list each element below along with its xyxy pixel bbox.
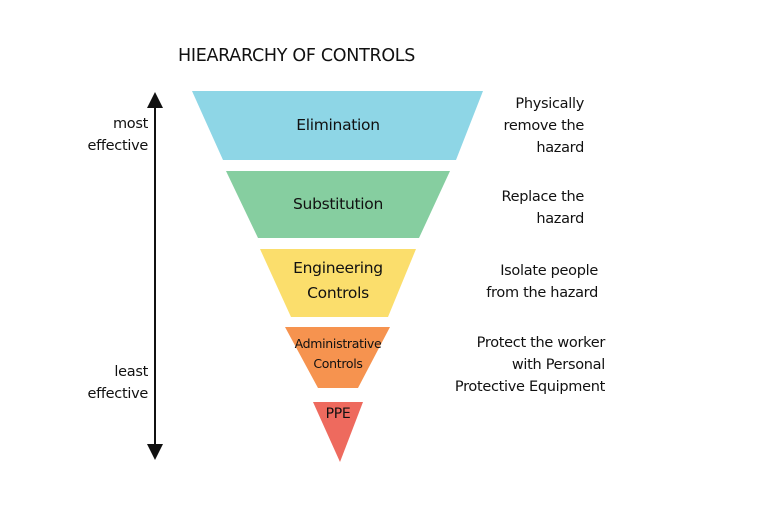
desc-line: Physically xyxy=(515,96,584,112)
desc-line: Replace the xyxy=(501,189,585,205)
desc-line: from the hazard xyxy=(486,285,598,301)
desc-line: hazard xyxy=(536,140,584,156)
desc-line: hazard xyxy=(536,211,584,227)
elimination-label: Elimination xyxy=(238,113,438,138)
label-line: Engineering xyxy=(293,259,383,277)
label-line: Elimination xyxy=(296,116,380,134)
elimination-description: Physically remove the hazard xyxy=(503,93,585,159)
label-line: least xyxy=(114,364,148,380)
label-line: most xyxy=(112,116,148,132)
administrative-controls-label: Administrative Controls xyxy=(278,334,398,374)
label-line: effective xyxy=(87,138,148,154)
label-line: PPE xyxy=(325,406,351,422)
label-line: effective xyxy=(87,386,148,402)
engineering-controls-band xyxy=(260,249,416,317)
administrative-controls-description: Protect the worker with Personal Protect… xyxy=(455,332,605,398)
ppe-band xyxy=(313,402,363,462)
desc-line: Protect the worker xyxy=(476,335,606,351)
engineering-controls-label: Engineering Controls xyxy=(238,256,438,306)
desc-line: Protective Equipment xyxy=(454,379,605,395)
desc-line: with Personal xyxy=(511,357,605,373)
desc-line: Isolate people xyxy=(500,263,598,279)
desc-line: remove the xyxy=(503,118,585,134)
least-effective-label: least effective xyxy=(87,361,148,405)
administrative-controls-band xyxy=(285,327,390,388)
label-line: Controls xyxy=(307,284,369,302)
most-effective-label: most effective xyxy=(87,113,148,157)
label-line: Substitution xyxy=(293,195,383,213)
elimination-band xyxy=(192,91,483,160)
label-line: Administrative xyxy=(294,336,382,351)
ppe-label: PPE xyxy=(300,402,376,427)
substitution-description: Replace the hazard xyxy=(501,186,585,230)
substitution-label: Substitution xyxy=(238,192,438,217)
diagram-title: HIEARARCHY OF CONTROLS xyxy=(178,46,416,66)
engineering-controls-description: Isolate people from the hazard xyxy=(486,260,598,304)
substitution-band xyxy=(226,171,450,238)
label-line: Controls xyxy=(313,356,363,371)
